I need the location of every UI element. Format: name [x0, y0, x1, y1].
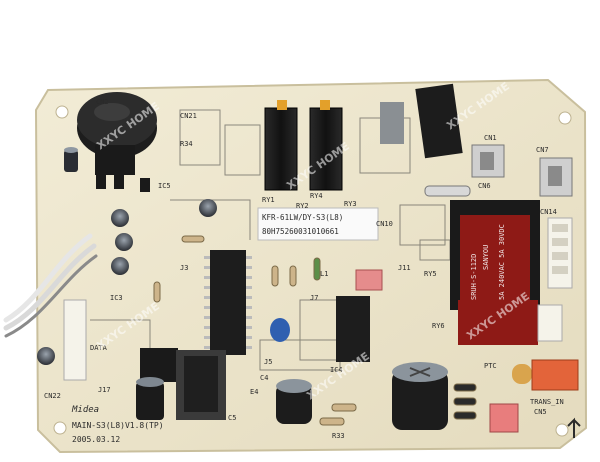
- connector-pink: [355, 269, 383, 291]
- label-cn10: CN10: [376, 220, 393, 228]
- label-cn5: CN5: [534, 408, 547, 416]
- label-cn1: CN1: [484, 134, 497, 142]
- label-j5: J5: [264, 358, 272, 366]
- ptc-thermistor: [512, 364, 532, 384]
- label-cn21: CN21: [180, 112, 197, 120]
- capacitor-row-left: [111, 199, 217, 275]
- capacitor-large-bottom: [392, 362, 448, 430]
- label-r34: R34: [180, 140, 193, 148]
- label-ry4: RY4: [310, 192, 323, 200]
- capacitor-small-left-bottom: [37, 347, 55, 365]
- blue-capacitor: [270, 318, 290, 342]
- label-cn22: CN22: [44, 392, 61, 400]
- brand-label: Midea: [71, 405, 99, 415]
- label-cn7: CN7: [536, 146, 549, 154]
- connector-orange: [531, 359, 579, 391]
- wire-bundle: [3, 233, 98, 338]
- label-r33: R33: [332, 432, 345, 440]
- label-trans-in: TRANS_IN: [530, 398, 564, 406]
- label-ptc: PTC: [484, 362, 497, 370]
- capacitor-large-bottom-left: [136, 377, 164, 420]
- connector-cn5: [489, 403, 519, 433]
- transistor-group: [96, 175, 150, 192]
- label-j17: J17: [98, 386, 111, 394]
- label-ry5: RY5: [424, 270, 437, 278]
- connector-cn6: [471, 144, 505, 178]
- model-label: MAIN-S3(L8)V1.8(TP): [72, 421, 164, 430]
- fuse-holder: [415, 83, 463, 159]
- relay-brand-text: SANYOU: [482, 245, 490, 270]
- toroid-coil: [77, 92, 157, 175]
- mount-hole: [55, 105, 69, 119]
- label-cn14: CN14: [540, 208, 557, 216]
- label-ry1: RY1: [262, 196, 275, 204]
- label-j7: J7: [310, 294, 318, 302]
- mount-hole: [53, 421, 67, 435]
- date-label: 2005.03.12: [72, 435, 120, 444]
- connector-small-white: [537, 304, 563, 342]
- relay-ry4: [309, 100, 343, 191]
- label-ic3: IC3: [110, 294, 123, 302]
- label-ry3: RY3: [344, 200, 357, 208]
- model-sticker: [257, 207, 379, 241]
- mount-hole: [558, 111, 572, 125]
- label-l1: L1: [320, 270, 328, 278]
- sticker-serial: 80H75260031010661: [262, 227, 339, 236]
- label-cn6: CN6: [478, 182, 491, 190]
- grey-component: [380, 102, 404, 144]
- sticker-model: KFR-61LW/DY-S3(L8): [262, 213, 343, 222]
- ic4-chip: [336, 296, 370, 362]
- label-ic5: IC5: [158, 182, 171, 190]
- label-c5: C5: [228, 414, 236, 422]
- relay-sanyou: [450, 200, 540, 345]
- relay-ry1: [264, 100, 298, 191]
- label-c4: C4: [260, 374, 268, 382]
- arrow-icon: [567, 417, 581, 438]
- capacitor-mid-bottom: [276, 379, 312, 424]
- connector-cn22: [63, 299, 87, 381]
- label-ry6: RY6: [432, 322, 445, 330]
- capacitor-small-left: [64, 147, 78, 172]
- fuse: [424, 185, 471, 197]
- heatsink: [140, 348, 226, 420]
- microcontroller-ic: [204, 250, 252, 355]
- connector-cn7: [539, 157, 573, 197]
- label-cn2: CN2: [96, 98, 109, 106]
- label-j3: J3: [180, 264, 188, 272]
- label-j11: J11: [398, 264, 411, 272]
- relay-rating-text: 5A 240VAC 5A 30VDC: [498, 224, 506, 300]
- relay-model-text: SRUH-S-112D: [470, 254, 478, 300]
- label-ic4: IC4: [330, 366, 343, 374]
- resistor-array: [153, 235, 477, 426]
- label-data: DATA: [90, 344, 108, 352]
- label-e4: E4: [250, 388, 258, 396]
- mount-hole: [555, 423, 569, 437]
- label-ry2: RY2: [296, 202, 309, 210]
